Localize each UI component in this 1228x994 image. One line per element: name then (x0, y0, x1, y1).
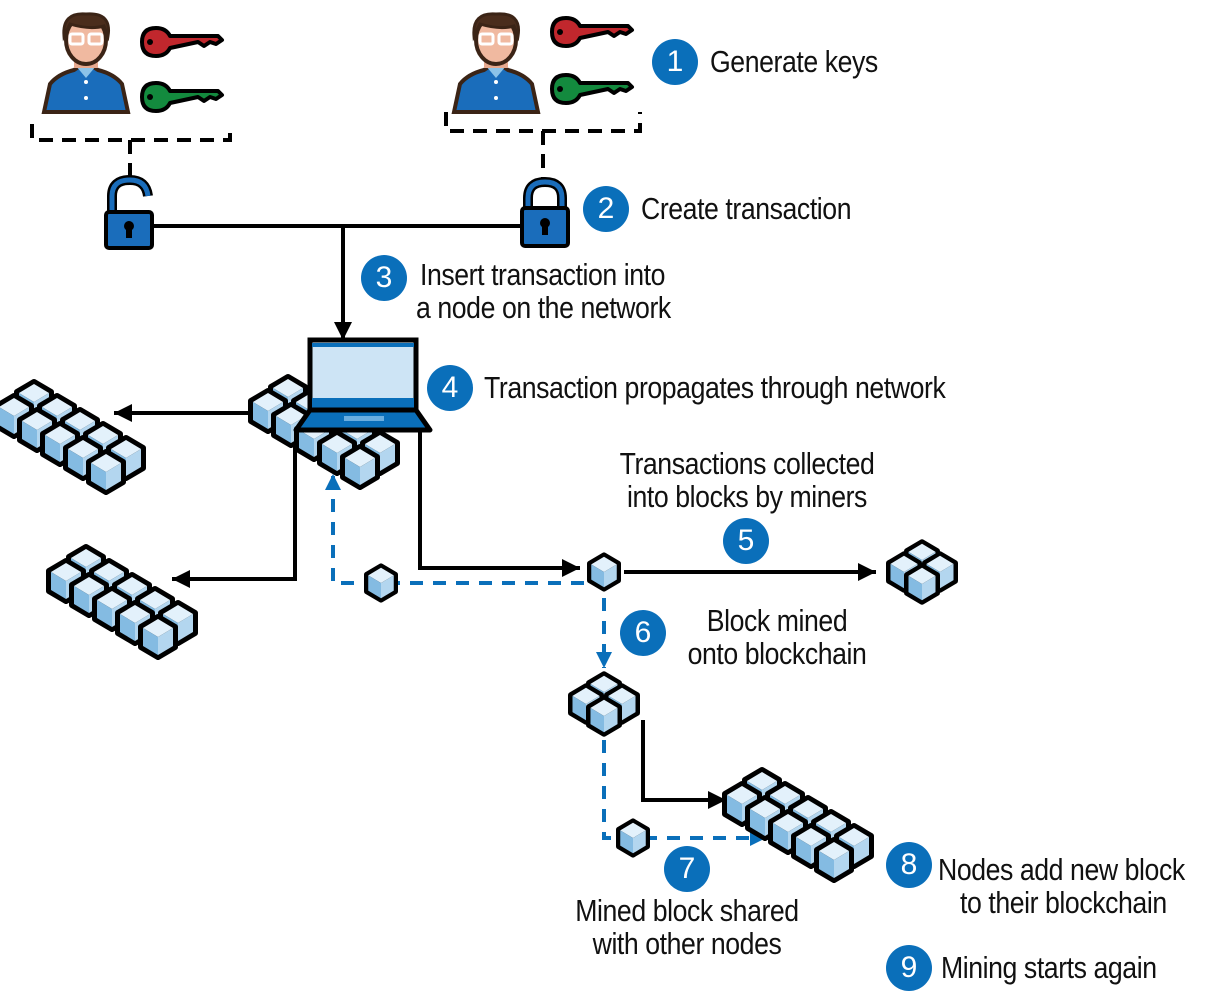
step-4-badge: 4 (427, 365, 473, 411)
step-2-badge: 2 (583, 186, 629, 232)
cube (817, 840, 851, 880)
blockchain-node-right (725, 770, 871, 880)
step-9-badge: 9 (886, 945, 932, 991)
private-key-icon-left (140, 26, 224, 58)
step-5-badge: 5 (723, 518, 769, 564)
step-2-label: Create transaction (641, 191, 852, 226)
step-5-label-line1: Transactions collected (619, 446, 875, 481)
step-8-badge: 8 (886, 842, 932, 888)
step-9-label: Mining starts again (941, 950, 1157, 985)
step-7-badge: 7 (664, 846, 710, 892)
public-key-icon-left (140, 81, 224, 113)
step-6-label-line1: Block mined (706, 603, 848, 638)
blockchain-node-left-top (0, 382, 143, 492)
step-1-label: Generate keys (710, 44, 878, 79)
cube (619, 821, 648, 855)
key-bracket-right (444, 112, 642, 180)
key-bracket-left (30, 124, 232, 185)
unlocked-padlock-icon (104, 174, 154, 250)
dashed-propagation-lines (325, 474, 766, 846)
block-cluster-right (889, 542, 956, 602)
transaction-block-dashed (367, 566, 396, 600)
step-6-label-line2: onto blockchain (687, 636, 867, 671)
cube (367, 566, 396, 600)
step-3-label-line2: a node on the network (416, 290, 671, 325)
cube (590, 555, 619, 589)
step-3-badge: 3 (361, 255, 407, 301)
step-6-badge: 6 (620, 610, 666, 656)
user-left-icon (41, 12, 131, 114)
step-8-label-line1: Nodes add new block (938, 852, 1185, 887)
step-8-label-line2: to their blockchain (960, 885, 1167, 920)
step-1-badge: 1 (652, 39, 698, 85)
cube (343, 447, 377, 487)
block-cluster-mined (571, 674, 638, 734)
mined-block-shared (619, 821, 648, 855)
cube (141, 617, 175, 657)
public-key-icon-right (550, 73, 634, 105)
step-7-label-line2: with other nodes (592, 926, 782, 961)
step-7-label-line1: Mined block shared (575, 893, 799, 928)
step-3-label-line1: Insert transaction into (420, 257, 666, 292)
locked-padlock-icon (520, 176, 570, 248)
step-4-label: Transaction propagates through network (484, 370, 946, 405)
cube (907, 566, 938, 602)
blockchain-node-left-bottom (49, 547, 195, 657)
cube (89, 452, 123, 492)
transaction-lines (114, 224, 876, 809)
cube (589, 698, 620, 734)
user-right-icon (451, 12, 541, 114)
transaction-block-collector (590, 555, 619, 589)
laptop-icon (293, 337, 433, 433)
step-5-label-line2: into blocks by miners (627, 479, 867, 514)
private-key-icon-right (550, 16, 634, 48)
